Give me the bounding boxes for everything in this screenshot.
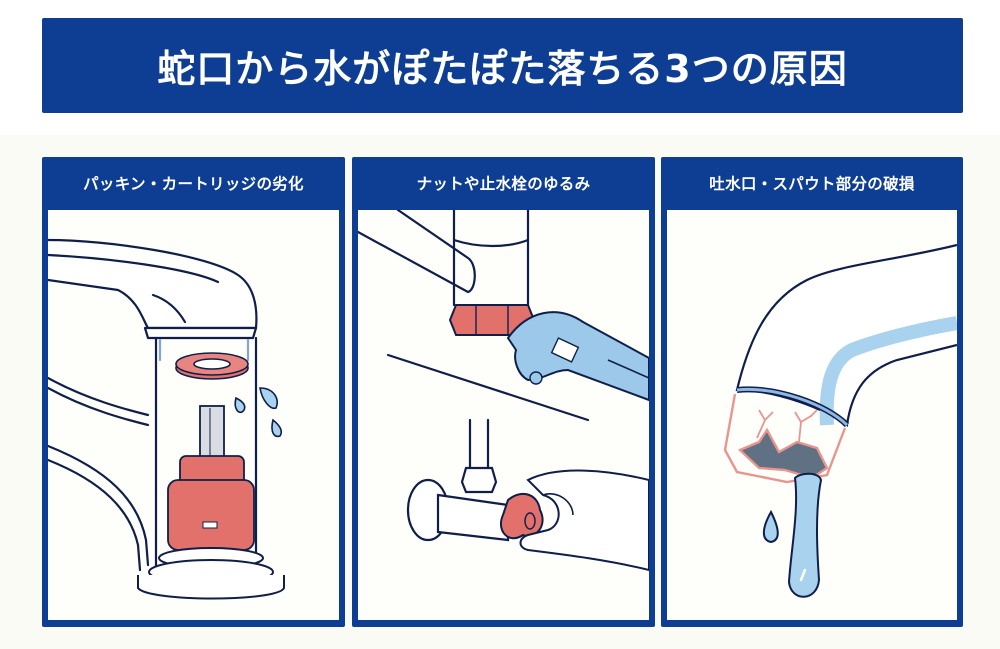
- illustration-area: [667, 210, 957, 620]
- cracked-spout-icon: [723, 243, 957, 598]
- faucet-cartridge-icon: [48, 238, 285, 600]
- wrench-valve-icon: [358, 210, 649, 572]
- panel-loose-nut-valve: ナットや止水栓のゆるみ: [352, 157, 655, 627]
- panel-title: 吐水口・スパウト部分の破損: [709, 175, 915, 193]
- illustration-area: [48, 210, 339, 620]
- panel-packing-cartridge: パッキン・カートリッジの劣化: [42, 157, 345, 627]
- page-title: 蛇口から水がぽたぽた落ちる3つの原因: [157, 47, 848, 91]
- illustration-area: [358, 210, 649, 620]
- title-banner: 蛇口から水がぽたぽた落ちる3つの原因: [42, 18, 963, 113]
- panel-spout-damage: 吐水口・スパウト部分の破損: [661, 157, 963, 627]
- panel-title: ナットや止水栓のゆるみ: [416, 175, 591, 193]
- panel-title: パッキン・カートリッジの劣化: [83, 175, 304, 193]
